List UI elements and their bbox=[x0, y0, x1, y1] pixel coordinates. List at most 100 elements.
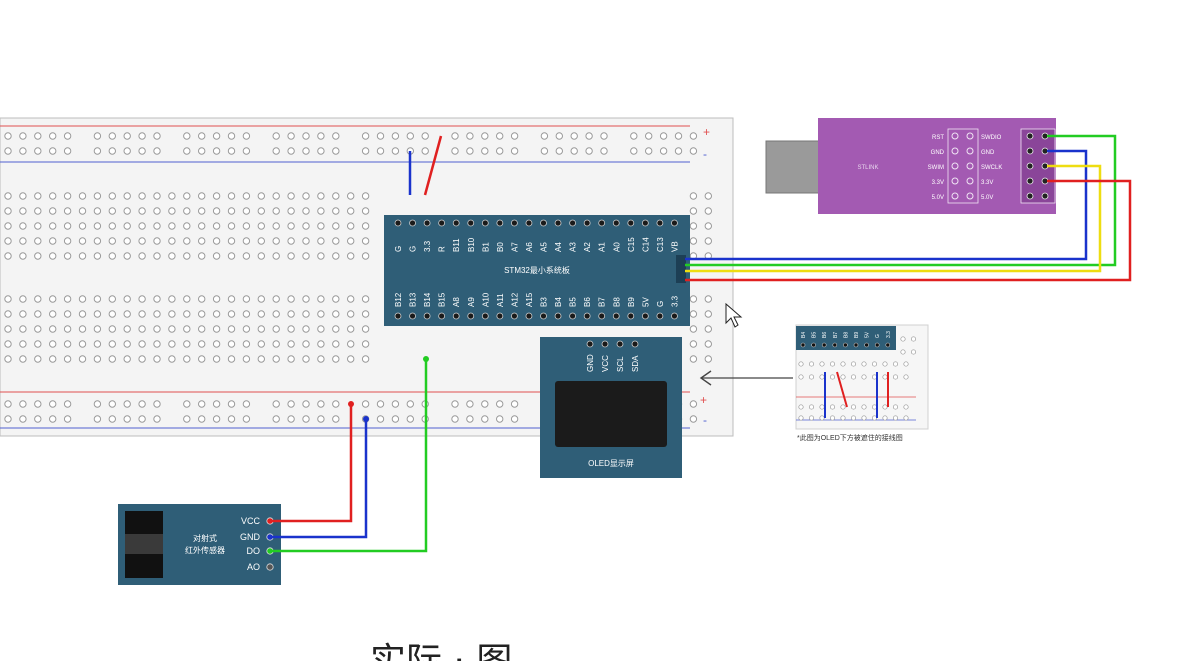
inset-pin bbox=[843, 342, 848, 348]
stm32-pin-label: A11 bbox=[496, 293, 505, 307]
stm32-pin bbox=[481, 219, 489, 227]
stm32-pin bbox=[481, 312, 489, 320]
breadboard-hole bbox=[34, 325, 42, 333]
inset-hole bbox=[829, 374, 836, 380]
breadboard-hole bbox=[347, 355, 355, 363]
inset-hole bbox=[892, 361, 899, 367]
breadboard-hole bbox=[123, 207, 131, 215]
stlink-pin bbox=[951, 147, 959, 155]
breadboard-hole bbox=[555, 132, 563, 140]
stm32-pin-label: B11 bbox=[452, 238, 461, 252]
stlink-title: STLINK bbox=[857, 165, 878, 171]
inset-pin-label: B4 bbox=[801, 332, 807, 338]
breadboard-hole bbox=[540, 147, 549, 155]
inset-hole bbox=[861, 374, 867, 380]
stm32-pin bbox=[656, 312, 664, 320]
stlink-pin bbox=[966, 147, 974, 155]
breadboard-hole bbox=[49, 252, 57, 260]
stm32-pin-label: G bbox=[656, 301, 665, 307]
inset-hole bbox=[819, 374, 825, 380]
breadboard-hole bbox=[585, 147, 593, 155]
breadboard-hole bbox=[19, 340, 27, 348]
breadboard-hole bbox=[138, 252, 146, 260]
breadboard-hole bbox=[212, 132, 221, 140]
breadboard-hole bbox=[287, 400, 295, 408]
breadboard-hole bbox=[287, 237, 295, 245]
breadboard-hole bbox=[361, 222, 370, 230]
breadboard-hole bbox=[198, 252, 206, 260]
breadboard-hole bbox=[93, 415, 102, 423]
breadboard-hole bbox=[108, 340, 117, 348]
breadboard-hole bbox=[63, 147, 72, 155]
stm32-pin-label: A15 bbox=[525, 292, 534, 307]
breadboard-hole bbox=[4, 310, 12, 318]
breadboard-hole bbox=[466, 415, 474, 423]
stm32-pin-label: R bbox=[438, 246, 447, 252]
stm32-pin-label: A7 bbox=[510, 242, 519, 252]
breadboard-hole bbox=[540, 132, 549, 140]
breadboard-hole bbox=[361, 147, 370, 155]
breadboard-hole bbox=[272, 192, 280, 200]
breadboard-hole bbox=[317, 192, 325, 200]
breadboard-hole bbox=[198, 222, 206, 230]
sensor-pin-label: VCC bbox=[241, 516, 261, 526]
inset-hole bbox=[871, 361, 878, 367]
breadboard-hole bbox=[257, 237, 265, 245]
breadboard-hole bbox=[317, 400, 325, 408]
breadboard-hole bbox=[227, 295, 236, 303]
stlink-header-pin bbox=[1041, 192, 1049, 200]
breadboard-hole bbox=[555, 147, 563, 155]
inset-hole bbox=[882, 374, 888, 380]
breadboard-hole bbox=[287, 192, 295, 200]
breadboard-hole bbox=[19, 400, 27, 408]
stlink-left-pin-label: RST bbox=[932, 135, 944, 141]
breadboard-hole bbox=[198, 415, 206, 423]
breadboard-hole bbox=[78, 192, 87, 200]
stm32-swd-header bbox=[676, 255, 686, 283]
breadboard-hole bbox=[198, 237, 206, 245]
stm32-pin bbox=[394, 312, 402, 320]
stm32-pin bbox=[511, 219, 518, 227]
breadboard-hole bbox=[510, 415, 519, 423]
breadboard-hole bbox=[317, 207, 325, 215]
breadboard-hole bbox=[347, 252, 355, 260]
breadboard-hole bbox=[361, 207, 370, 215]
breadboard-hole bbox=[183, 415, 191, 423]
bottom-plus-label: + bbox=[700, 393, 707, 407]
inset-pin bbox=[853, 342, 859, 348]
inset-pin-label: G bbox=[875, 334, 881, 338]
inset-pin bbox=[800, 342, 806, 348]
stlink-right-pin-label: GND bbox=[981, 150, 995, 156]
breadboard-hole bbox=[49, 295, 57, 303]
breadboard-hole bbox=[212, 147, 221, 155]
top-plus-label: + bbox=[703, 125, 710, 139]
stlink-pin bbox=[966, 192, 974, 200]
breadboard-hole bbox=[257, 192, 265, 200]
breadboard-hole bbox=[332, 400, 340, 408]
breadboard-hole bbox=[496, 400, 504, 408]
breadboard-hole bbox=[153, 207, 161, 215]
stm32-pin bbox=[554, 312, 562, 320]
breadboard-hole bbox=[93, 222, 102, 230]
stm32-pin-label: C14 bbox=[641, 237, 650, 252]
breadboard-hole bbox=[481, 147, 489, 155]
breadboard-hole bbox=[138, 415, 146, 423]
inset-hole bbox=[850, 374, 857, 380]
breadboard-hole bbox=[317, 325, 325, 333]
stm32-pin-label: A6 bbox=[525, 242, 534, 252]
breadboard-hole bbox=[704, 237, 712, 245]
oled-pin bbox=[631, 340, 639, 348]
stlink-header-pin bbox=[1026, 177, 1034, 185]
stm32-pin bbox=[394, 219, 402, 227]
stm32-pin bbox=[409, 312, 416, 320]
breadboard-hole bbox=[108, 400, 117, 408]
breadboard-hole bbox=[153, 355, 161, 363]
breadboard-hole bbox=[704, 222, 712, 230]
breadboard-hole bbox=[257, 355, 265, 363]
breadboard-hole bbox=[227, 192, 236, 200]
breadboard-hole bbox=[287, 340, 295, 348]
breadboard-hole bbox=[242, 295, 251, 303]
breadboard-hole bbox=[272, 207, 280, 215]
breadboard-hole bbox=[347, 237, 355, 245]
breadboard-hole bbox=[19, 252, 27, 260]
